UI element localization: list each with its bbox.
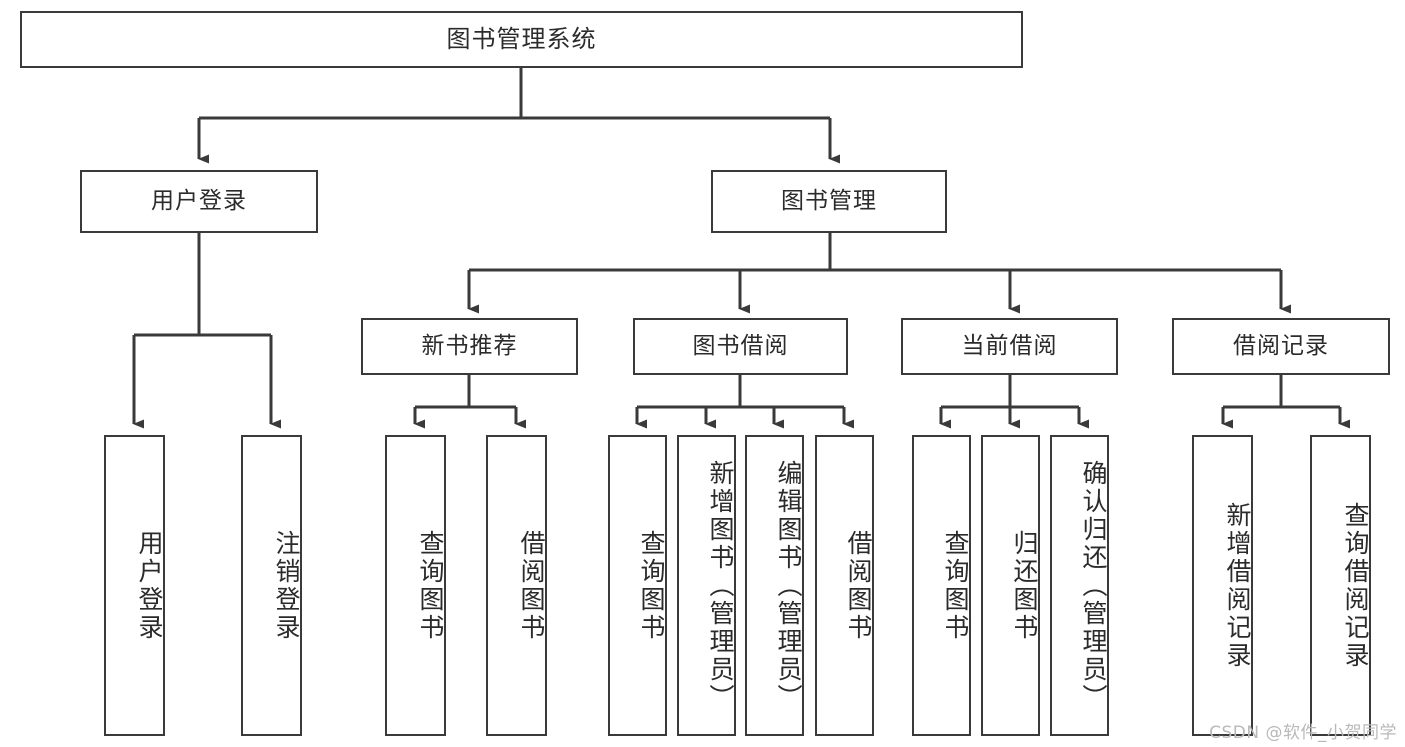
node-current-borrow[interactable]: 当前借阅	[901, 318, 1118, 375]
leaf-label: 查询借阅记录	[1341, 501, 1370, 670]
leaf-query-book-current[interactable]: 查询图书	[912, 435, 971, 736]
leaf-label: 编辑图书（管理员）	[774, 459, 803, 712]
leaf-return-book[interactable]: 归还图书	[981, 435, 1040, 736]
leaf-label: 确认归还（管理员）	[1079, 459, 1108, 712]
watermark: CSDN @软件_小贺同学	[1209, 723, 1397, 743]
leaf-query-borrow-record[interactable]: 查询借阅记录	[1310, 435, 1371, 736]
leaf-label: 用户登录	[135, 529, 164, 642]
leaf-label: 注销登录	[272, 529, 301, 642]
leaf-label: 查询图书	[637, 529, 666, 642]
leaf-label: 借阅图书	[517, 529, 546, 642]
leaf-add-book-admin[interactable]: 新增图书（管理员）	[677, 435, 736, 736]
leaf-borrow-book[interactable]: 借阅图书	[815, 435, 874, 736]
leaf-logout[interactable]: 注销登录	[241, 435, 302, 736]
leaf-borrow-book-newbook[interactable]: 借阅图书	[486, 435, 547, 736]
node-book-borrow[interactable]: 图书借阅	[633, 318, 848, 375]
leaf-confirm-return-admin[interactable]: 确认归还（管理员）	[1050, 435, 1109, 736]
node-new-book-recommend[interactable]: 新书推荐	[361, 318, 578, 375]
leaf-label: 新增借阅记录	[1223, 501, 1252, 670]
leaf-user-login[interactable]: 用户登录	[104, 435, 165, 736]
leaf-label: 查询图书	[416, 529, 445, 642]
leaf-label: 新增图书（管理员）	[706, 459, 735, 712]
node-borrow-records[interactable]: 借阅记录	[1172, 318, 1390, 375]
leaf-edit-book-admin[interactable]: 编辑图书（管理员）	[745, 435, 804, 736]
leaf-add-borrow-record[interactable]: 新增借阅记录	[1192, 435, 1253, 736]
leaf-query-book-newbook[interactable]: 查询图书	[385, 435, 446, 736]
leaf-label: 归还图书	[1010, 529, 1039, 642]
node-user-login[interactable]: 用户登录	[80, 170, 318, 233]
leaf-query-book-borrow[interactable]: 查询图书	[608, 435, 667, 736]
node-book-management[interactable]: 图书管理	[711, 170, 947, 233]
leaf-label: 查询图书	[941, 529, 970, 642]
node-root-system[interactable]: 图书管理系统	[20, 11, 1023, 68]
leaf-label: 借阅图书	[844, 529, 873, 642]
